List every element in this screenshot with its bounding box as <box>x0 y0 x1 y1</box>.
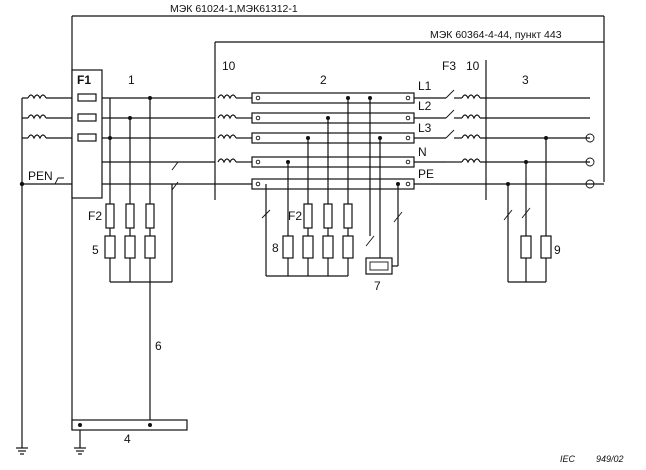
coils-10-right <box>461 60 487 200</box>
pen-label: PEN <box>28 169 53 183</box>
f3-switches <box>414 89 604 185</box>
coils-10-middle <box>217 94 237 164</box>
l3-label: L3 <box>418 121 432 135</box>
section-6-label: 6 <box>155 339 162 353</box>
busbars <box>215 92 415 190</box>
section-5-label: 5 <box>92 243 99 257</box>
f2-left-label: F2 <box>88 209 102 223</box>
l1-label: L1 <box>418 79 432 93</box>
n-label: N <box>418 145 427 159</box>
section-4-label: 4 <box>124 432 131 446</box>
section-3-outputs <box>480 97 595 283</box>
section-1-label: 1 <box>128 73 135 87</box>
section-3-label: 3 <box>522 73 529 87</box>
standard-label-second: МЭК 60364-4-44, пункт 443 <box>430 29 562 41</box>
section-10a-label: 10 <box>222 59 236 73</box>
pe-label: PE <box>418 167 434 181</box>
incoming-lines <box>19 94 215 448</box>
standard-bar-second <box>214 41 604 200</box>
section-2-label: 2 <box>320 73 327 87</box>
section-10b-label: 10 <box>466 59 480 73</box>
section-1-spd <box>104 96 179 420</box>
pen-marker <box>54 177 64 185</box>
section-9-label: 9 <box>554 243 561 257</box>
iec-mark: IEC <box>560 454 576 464</box>
earthing-bar <box>16 419 188 455</box>
l2-label: L2 <box>418 99 432 113</box>
figure-ref: 949/02 <box>596 454 624 464</box>
section-8-label: 8 <box>272 241 279 255</box>
f3-label: F3 <box>442 59 456 73</box>
section-2-spd <box>261 96 403 277</box>
section-7-label: 7 <box>374 279 381 293</box>
standard-label-top: МЭК 61024-1,МЭК61312-1 <box>170 3 298 15</box>
f1-label: F1 <box>77 73 91 87</box>
f1-fuse-block <box>71 69 103 199</box>
f2-mid-label: F2 <box>288 209 302 223</box>
